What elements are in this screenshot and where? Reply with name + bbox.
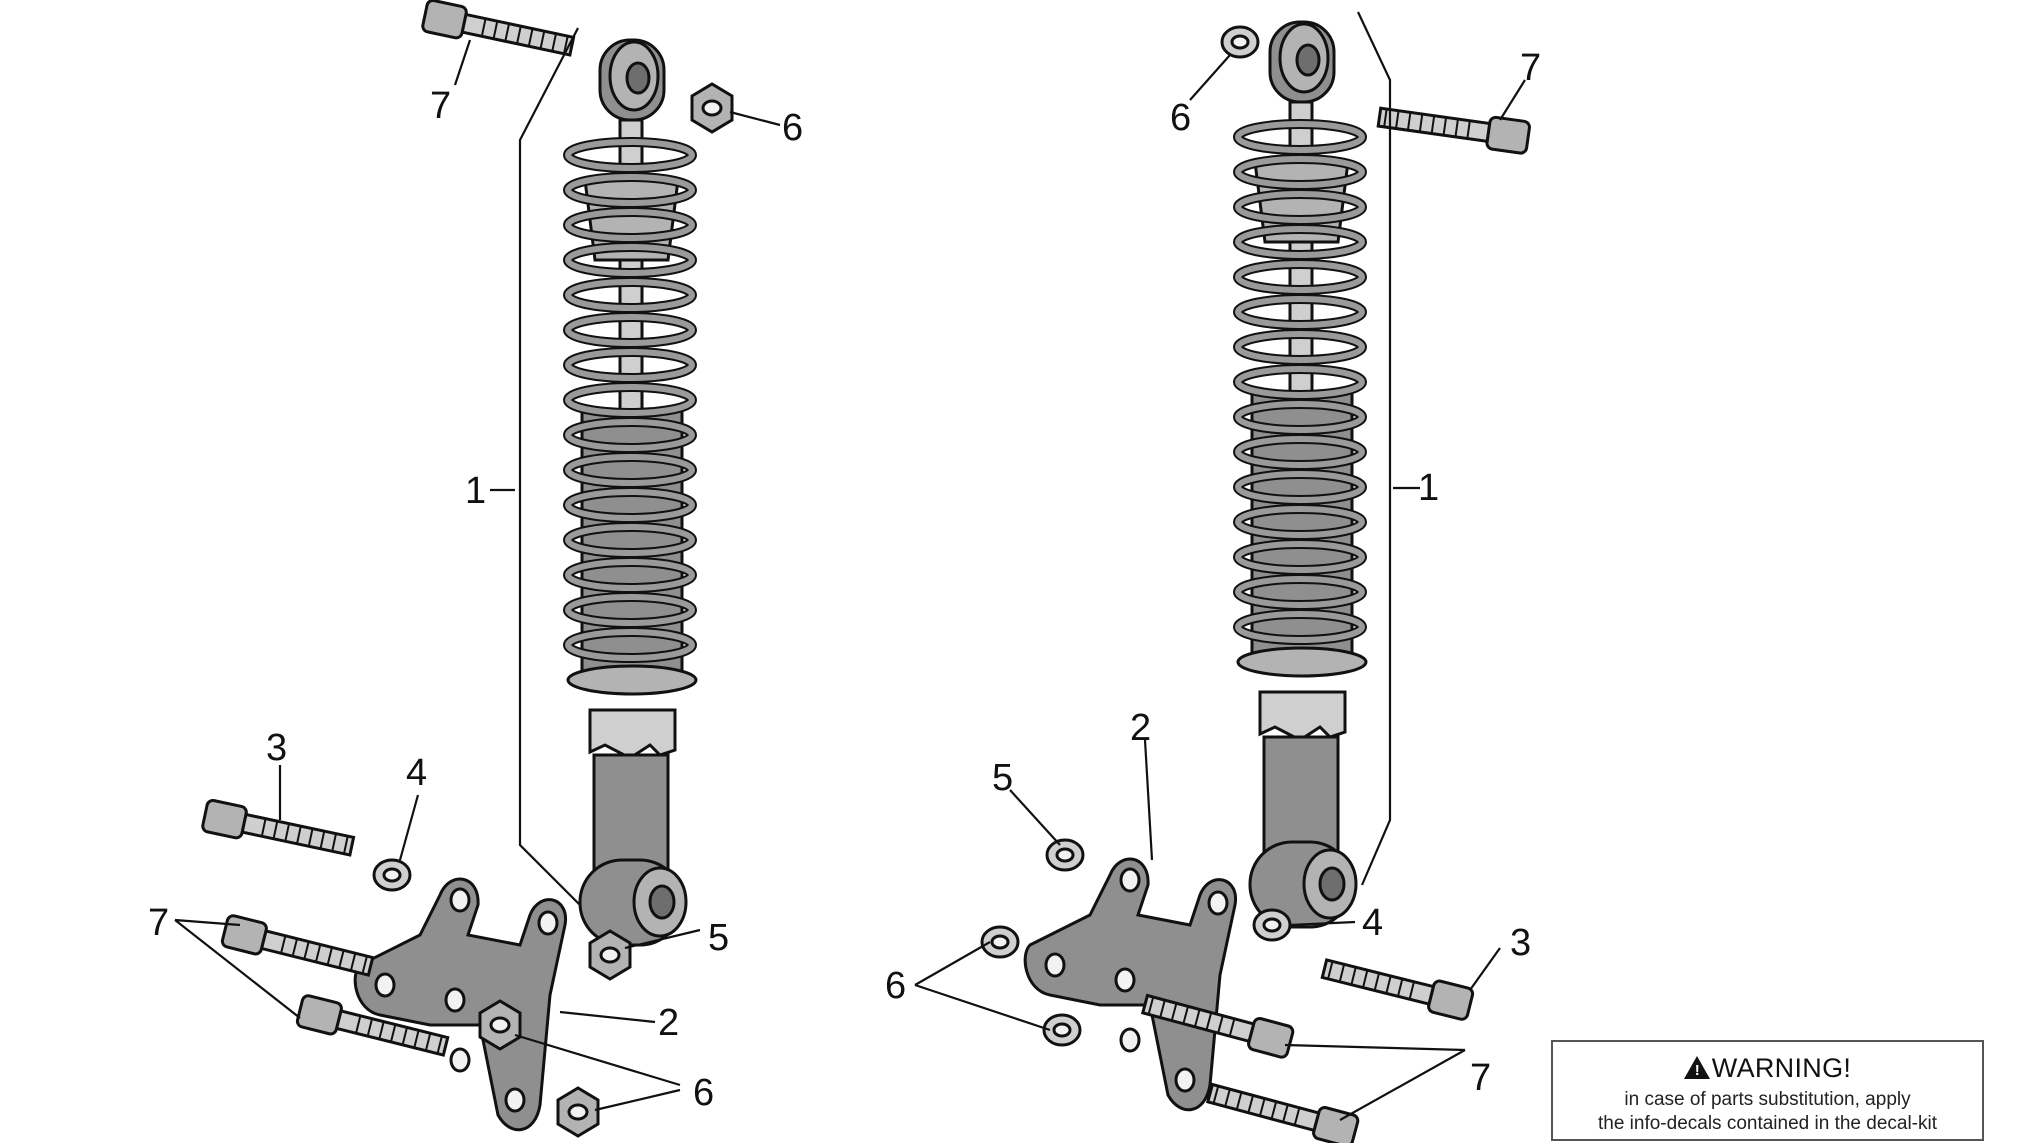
right-callout-3: 3: [1510, 922, 1531, 964]
left-nut-5: [588, 929, 632, 981]
left-bracket-nut-upper: [478, 999, 522, 1051]
left-long-bolt: [200, 797, 357, 864]
left-callout-4: 4: [406, 752, 427, 794]
right-long-bolt: [1319, 951, 1476, 1023]
warning-title: WARNING!: [1711, 1053, 1852, 1083]
left-bracket-line-1: [518, 27, 581, 906]
right-top-washer: [1220, 25, 1260, 59]
right-callout-7-bottom: 7: [1470, 1057, 1491, 1099]
left-callout-2: 2: [658, 1002, 679, 1044]
warning-notice: !WARNING! in case of parts substitution,…: [1551, 1040, 1984, 1141]
left-callout-6-bottom: 6: [693, 1072, 714, 1114]
left-callout-1: 1: [465, 470, 486, 512]
right-lock-washer: [1252, 908, 1292, 942]
warning-line-1: in case of parts substitution, apply: [1624, 1089, 1911, 1110]
left-bracket-nut-lower: [556, 1086, 600, 1138]
right-callout-5: 5: [992, 757, 1013, 799]
right-bracket-bolt-lower: [1204, 1076, 1361, 1143]
right-washer-5: [1045, 838, 1085, 872]
left-shock-assembly: 1 2 3 4 5 6 6 7 7: [148, 0, 803, 1138]
left-callout-6-top: 6: [782, 107, 803, 149]
right-callout-1: 1: [1418, 467, 1439, 509]
left-lock-washer: [372, 858, 412, 892]
left-shock-absorber: [568, 40, 696, 945]
left-callout-5: 5: [708, 917, 729, 959]
left-mounting-bracket: [353, 877, 568, 1132]
warning-triangle-icon: !: [1683, 1056, 1710, 1079]
left-callout-3: 3: [266, 727, 287, 769]
warning-line-2: the info-decals contained in the decal-k…: [1597, 1113, 1938, 1134]
left-callout-7-bottom: 7: [148, 902, 169, 944]
left-bracket-bolt-upper: [219, 912, 376, 984]
right-bracket-washer-upper: [980, 925, 1020, 959]
left-callout-7-top: 7: [430, 85, 451, 127]
right-callout-2: 2: [1130, 707, 1151, 749]
right-shock-absorber: [1238, 22, 1366, 927]
right-callout-6-bottom: 6: [885, 965, 906, 1007]
right-shock-assembly: 1 2 3 4 5 6 6 7 7: [885, 11, 1541, 1143]
left-top-nut: [690, 82, 734, 134]
right-mounting-bracket: [1023, 857, 1238, 1112]
right-callout-7-top: 7: [1520, 47, 1541, 89]
left-top-bolt: [420, 0, 577, 64]
right-callout-4: 4: [1362, 902, 1383, 944]
right-callout-6-top: 6: [1170, 97, 1191, 139]
